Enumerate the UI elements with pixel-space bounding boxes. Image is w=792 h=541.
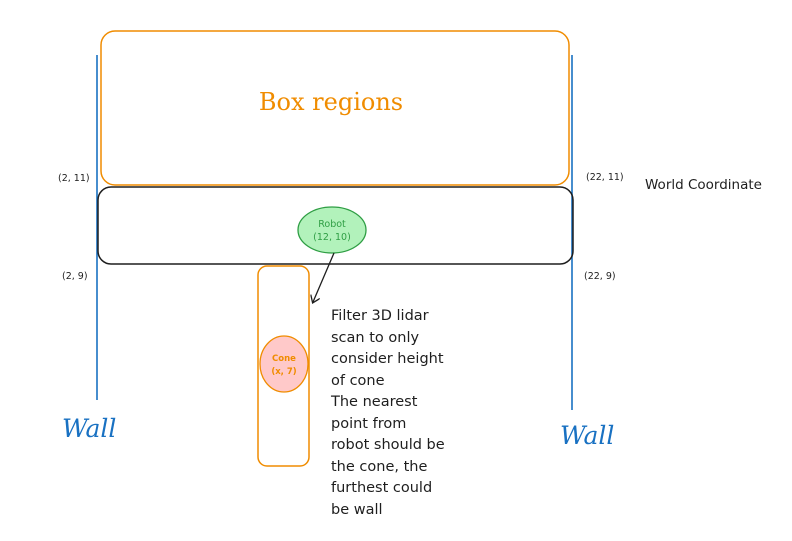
coord-bottom-left: (2, 9) bbox=[62, 271, 88, 282]
robot-corridor-rect bbox=[97, 186, 574, 265]
cone-name: Cone bbox=[272, 354, 296, 364]
note-line: robot should be bbox=[331, 437, 445, 453]
robot-position: (12, 10) bbox=[313, 232, 351, 243]
right-wall-label: Wall bbox=[560, 421, 614, 450]
robot-node bbox=[297, 206, 367, 254]
robot-to-cone-arrow bbox=[313, 252, 335, 302]
cone-position: (x, 7) bbox=[271, 367, 296, 377]
note-line: the cone, the bbox=[331, 459, 427, 475]
lidar-note: Filter 3D lidar scan to only consider he… bbox=[330, 308, 445, 518]
note-line: scan to only bbox=[331, 330, 419, 346]
world-coordinate-label: World Coordinate bbox=[645, 177, 762, 193]
box-regions-rect bbox=[100, 30, 570, 186]
cone-corridor-rect bbox=[257, 265, 310, 467]
note-line: consider height bbox=[331, 351, 444, 367]
note-line: be wall bbox=[331, 502, 383, 518]
robot-name: Robot bbox=[318, 219, 346, 230]
note-line: Filter 3D lidar bbox=[331, 308, 429, 324]
coord-bottom-right: (22, 9) bbox=[584, 271, 616, 282]
left-wall-label: Wall bbox=[62, 414, 116, 443]
note-line: The nearest bbox=[330, 394, 418, 410]
coord-top-left: (2, 11) bbox=[58, 173, 90, 184]
note-line: furthest could bbox=[331, 480, 432, 496]
box-regions-label: Box regions bbox=[259, 88, 403, 116]
cone-node bbox=[259, 335, 309, 393]
note-line: of cone bbox=[331, 373, 385, 389]
note-line: point from bbox=[331, 416, 406, 432]
coord-top-right: (22, 11) bbox=[586, 172, 624, 183]
